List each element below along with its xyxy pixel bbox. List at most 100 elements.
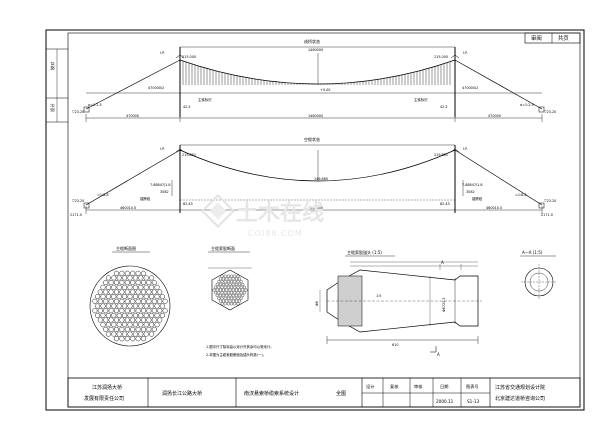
strand-circle — [119, 289, 125, 295]
wire-circle — [222, 288, 226, 292]
wire-circle — [236, 291, 240, 295]
strand-circle — [149, 294, 155, 300]
h-date: 日期 — [440, 384, 448, 390]
strand-circle — [108, 317, 114, 323]
wire-circle — [241, 283, 245, 286]
strand-circle — [111, 322, 117, 328]
strand-circle — [140, 326, 147, 332]
strand-circle — [159, 312, 165, 318]
profile-top-bottom-right: 470000 — [488, 114, 501, 118]
socket-note-a: 1:5 — [376, 294, 381, 298]
strand-circle — [149, 303, 155, 309]
outer-frame — [45, 29, 585, 411]
wire-circle — [230, 296, 234, 300]
profile-bottom-right-offset: 82.43 — [440, 202, 450, 206]
strand-circle — [157, 289, 163, 295]
strand-circle — [143, 303, 149, 309]
strand-circle — [138, 331, 144, 337]
profile-top-right-tag: 主索标识 — [414, 97, 428, 102]
strand-circle — [157, 317, 163, 323]
side-strip-bottom: 设计 — [49, 104, 56, 112]
strand-circle — [111, 303, 117, 309]
strand-circle — [127, 331, 133, 337]
wire-circle — [223, 285, 227, 289]
profile-bottom-ip-right: I.P. — [463, 147, 468, 151]
strand-circle — [135, 298, 141, 304]
org-line2: 发展有限责任公司 — [84, 395, 124, 402]
strand-circle — [116, 312, 122, 318]
strand-circle — [143, 284, 149, 290]
profile-bottom-right-anchor: ≈1:8.8 — [515, 193, 527, 197]
strand-circle — [100, 303, 106, 309]
profile-bottom-right-tower-top: 219.851 — [434, 153, 448, 157]
wire-circle — [233, 302, 237, 306]
strand-circle — [119, 308, 125, 314]
wire-circle — [233, 296, 237, 300]
strand-circle — [105, 284, 111, 290]
socket-d2: Φ8 — [315, 301, 319, 306]
strand-circle — [122, 303, 128, 309]
strand-circle — [135, 289, 141, 295]
strand-circle — [122, 284, 128, 290]
strand-circle — [116, 303, 122, 309]
strand-circle — [97, 298, 103, 304]
wire-circle — [241, 294, 245, 297]
strand-circle — [108, 326, 114, 332]
wire-circle — [218, 299, 222, 303]
drawing-title: 南汊悬索桥缆索系统设计 — [244, 390, 299, 397]
wire-circle — [220, 280, 224, 284]
strand-circle — [130, 298, 136, 304]
strand-circle — [130, 270, 136, 276]
wire-circle — [228, 294, 232, 297]
strand-circle — [122, 294, 128, 300]
strand-circle — [132, 284, 138, 290]
strand-circle — [95, 312, 101, 318]
strand-circle — [146, 317, 152, 323]
strand-circle — [124, 289, 130, 295]
strand-circle — [111, 312, 117, 318]
strand-circle — [151, 326, 157, 332]
strand-wires — [212, 274, 248, 306]
wire-circle — [236, 280, 240, 284]
strand-circle — [122, 331, 128, 337]
strand-circle — [138, 303, 144, 309]
wire-circle — [228, 283, 232, 286]
profile-bottom: 空缆状态 I.P. I.P. 219.851 219.851 146.665 7… — [70, 136, 556, 217]
strand-circle — [119, 326, 125, 332]
profile-top: 成桥状态 1460000 I.P. I.P. 215.000 215.000 4… — [72, 38, 556, 122]
profile-bottom-left-tower-top: 219.851 — [182, 153, 196, 157]
strand-circle — [132, 294, 138, 300]
strand-circle — [113, 280, 120, 286]
strand-circle — [113, 298, 120, 304]
strand-circle — [124, 326, 130, 332]
wire-circle — [218, 288, 222, 292]
strand-circle — [113, 308, 120, 314]
strand-circle — [103, 317, 109, 323]
wire-circle — [215, 294, 219, 297]
strand-circle — [143, 322, 149, 328]
strand-circle — [100, 312, 106, 318]
wire-circle — [217, 285, 221, 289]
strand-circle — [159, 294, 165, 300]
strand-circle — [95, 294, 101, 300]
wire-circle — [226, 274, 230, 278]
wire-circle — [217, 280, 221, 284]
socket-d1: Φ8720.5 — [442, 297, 446, 312]
wire-circle — [233, 291, 237, 295]
strand-circle — [127, 312, 133, 318]
wire-circle — [223, 291, 227, 295]
strand-circle — [116, 331, 122, 337]
wire-circle — [242, 285, 246, 289]
strand-circle — [100, 284, 106, 290]
main-cable-top — [179, 59, 456, 85]
wire-circle — [236, 285, 240, 289]
strand-circle — [111, 331, 117, 337]
socket-len: 610 — [392, 343, 398, 347]
strand-circle — [154, 322, 160, 328]
strand-circle — [92, 298, 98, 304]
strand-circle — [138, 275, 144, 281]
wire-circle — [225, 288, 229, 292]
strand-circle — [140, 270, 147, 276]
strand-circle — [122, 275, 128, 281]
no-value: S1-13 — [467, 399, 479, 404]
